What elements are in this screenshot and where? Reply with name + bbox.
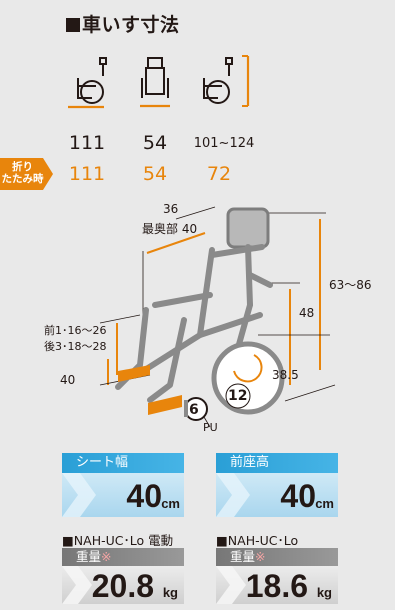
folded-width: 54 [142, 163, 168, 185]
headrest [226, 207, 270, 249]
back-height-label: 48 [299, 306, 315, 320]
weight-unit: kg [316, 585, 332, 600]
rear-wheel-size: 12 [228, 388, 248, 404]
wheelchair-side-icon [68, 57, 107, 109]
footrest-rear-label: 後3･18～28 [44, 340, 107, 353]
seat-height-value: 40 [280, 478, 316, 514]
wheelchair-side-height-icon [203, 55, 250, 107]
dim-height: 101~124 [193, 136, 255, 151]
weight-head: 重量※ [62, 548, 184, 566]
rear-wheel-badge [225, 383, 251, 409]
weight-note-mark: ※ [255, 549, 266, 564]
folded-badge: 折り たたみ時 [0, 158, 53, 190]
folded-height: 72 [206, 163, 232, 185]
folded-length: 111 [68, 163, 106, 185]
folded-label: 折り たたみ時 [0, 161, 45, 185]
weight-label: 重量 [230, 549, 256, 564]
dim-length: 111 [68, 132, 106, 154]
front-wheel-size: 6 [189, 402, 199, 418]
footrest-front-label: 前1･16～26 [44, 324, 107, 337]
weight-card-standard: 重量※ 18.6 kg [216, 548, 338, 604]
weight-note-mark: ※ [101, 549, 112, 564]
footrest-left [118, 365, 150, 382]
pu-leader-line [203, 416, 211, 428]
seat-width-card: シート幅 40 cm [62, 453, 184, 517]
seat-height-label: 38.5 [272, 368, 299, 382]
model-label-standard: ■NAH-UC･Lo [216, 533, 299, 548]
seat-height-body: 40 cm [216, 473, 338, 517]
seat-height-card: 前座高 40 cm [216, 453, 338, 517]
seat-width-unit: cm [161, 496, 180, 511]
seat-height-unit: cm [315, 496, 334, 511]
seat-height-label: 前座高 [216, 453, 338, 473]
weight-value-standard: 18.6 [245, 568, 308, 604]
weight-body: 20.8 kg [62, 566, 184, 604]
folded-label-line2: たたみ時 [1, 173, 44, 185]
weight-card-electric: 重量※ 20.8 kg [62, 548, 184, 604]
width-top-label: 36 [163, 202, 179, 216]
title-text: 車いす寸法 [82, 14, 180, 36]
weight-unit: kg [162, 585, 178, 600]
chevron-icon [62, 566, 92, 604]
section-title: 車いす寸法 [66, 10, 180, 37]
wheelchair-front-icon [140, 57, 170, 108]
caster-type-label: PU [203, 421, 218, 434]
depth-label: 最奥部 40 [142, 222, 198, 236]
model-label-electric: ■NAH-UC･Lo 電動 [62, 533, 174, 548]
badge-arrow-shape [0, 158, 53, 190]
chevron-icon [62, 473, 96, 517]
leg-length-label: 40 [60, 373, 76, 387]
footrest-right [148, 395, 182, 415]
weight-body: 18.6 kg [216, 566, 338, 604]
total-height-label: 63～86 [329, 278, 372, 292]
dim-width: 54 [142, 132, 168, 154]
seat-width-label: シート幅 [62, 453, 184, 473]
weight-head: 重量※ [216, 548, 338, 566]
rear-wheel-hub [233, 354, 263, 383]
seat-width-value: 40 [126, 478, 162, 514]
folded-label-line1: 折り [12, 161, 33, 173]
chevron-icon [216, 473, 250, 517]
seat-width-body: 40 cm [62, 473, 184, 517]
wheelchair-diagram [99, 206, 336, 428]
title-square-icon [66, 18, 80, 32]
weight-value-electric: 20.8 [91, 568, 154, 604]
dimension-icons [68, 55, 250, 109]
weight-label: 重量 [76, 549, 102, 564]
chevron-icon [216, 566, 246, 604]
